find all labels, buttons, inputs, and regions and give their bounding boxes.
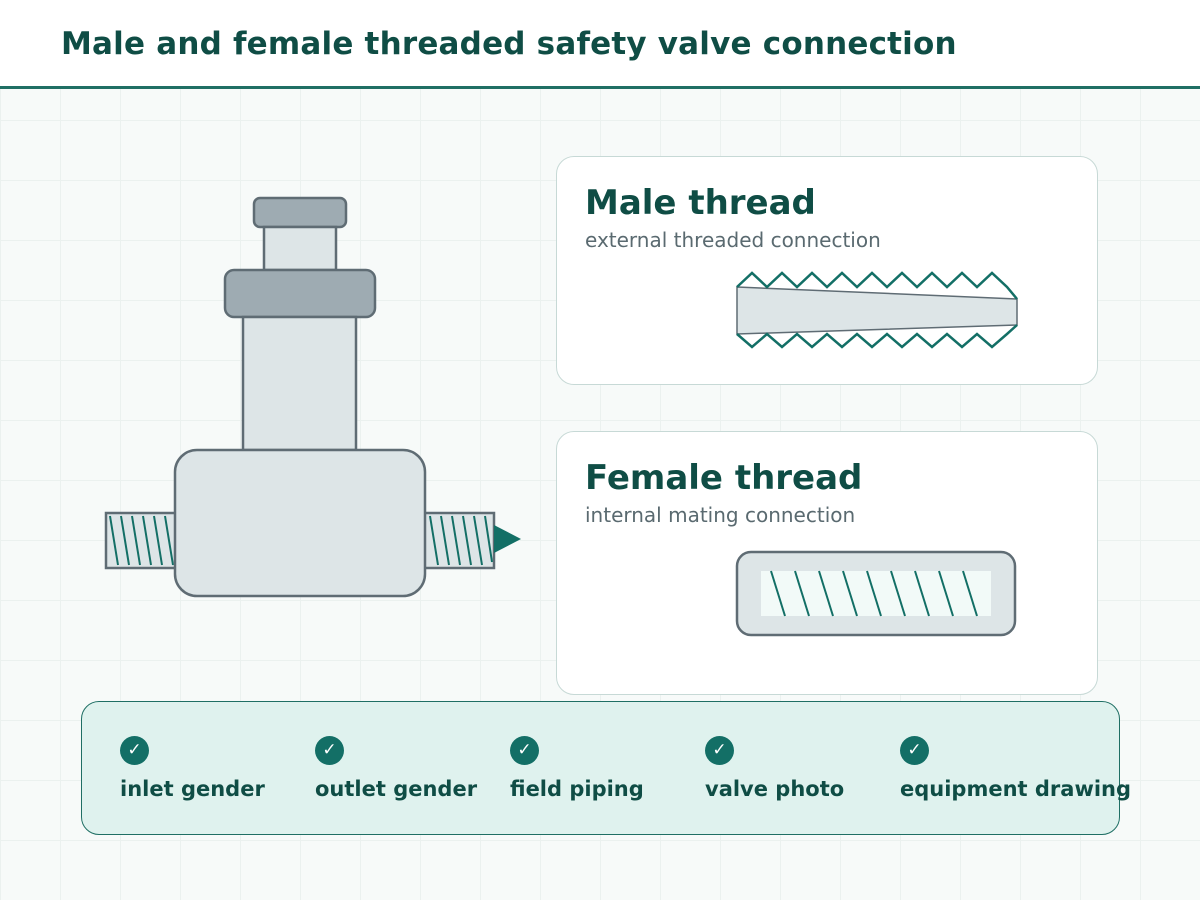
checklist-label: equipment drawing [900, 777, 1132, 801]
valve-bonnet [241, 315, 358, 452]
checklist-item-valve-photo: ✓ valve photo [667, 702, 862, 832]
valve-illustration [104, 196, 521, 598]
female-thread-card: Female thread internal mating connection [556, 431, 1098, 695]
female-thread-subtitle: internal mating connection [585, 503, 856, 527]
internal-thread-icon [735, 550, 1017, 637]
check-icon: ✓ [120, 736, 149, 765]
valve-cap [223, 196, 377, 319]
inlet-thread [104, 511, 178, 570]
female-thread-title: Female thread [585, 458, 863, 498]
checklist-item-inlet-gender: ✓ inlet gender [82, 702, 277, 832]
male-thread-card: Male thread external threaded connection [556, 156, 1098, 385]
checklist-label: inlet gender [120, 777, 265, 801]
checklist-item-outlet-gender: ✓ outlet gender [277, 702, 477, 832]
check-icon: ✓ [315, 736, 344, 765]
outlet-thread [422, 511, 496, 570]
checklist-label: field piping [510, 777, 644, 801]
checklist-label: valve photo [705, 777, 845, 801]
flow-arrow-icon [494, 525, 521, 553]
male-thread-subtitle: external threaded connection [585, 228, 881, 252]
check-icon: ✓ [510, 736, 539, 765]
external-thread-icon [736, 271, 1018, 349]
header-bar: Male and female threaded safety valve co… [0, 0, 1200, 89]
checklist-item-equipment-drawing: ✓ equipment drawing [862, 702, 1131, 832]
male-thread-title: Male thread [585, 183, 816, 223]
checklist-panel: ✓ inlet gender ✓ outlet gender ✓ field p… [81, 701, 1131, 835]
checklist-label: outlet gender [315, 777, 478, 801]
check-icon: ✓ [705, 736, 734, 765]
check-icon: ✓ [900, 736, 929, 765]
checklist-item-field-piping: ✓ field piping [472, 702, 667, 832]
valve-body [173, 448, 427, 598]
page-title: Male and female threaded safety valve co… [61, 26, 957, 62]
